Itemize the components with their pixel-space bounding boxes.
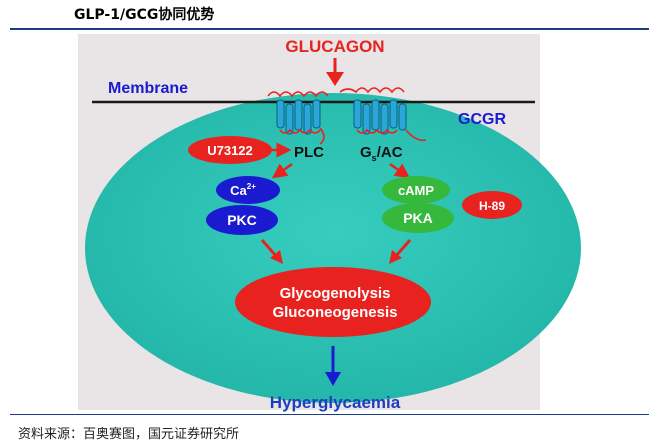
- glucagon-arrowhead: [326, 72, 344, 86]
- h89-badge: [462, 191, 522, 219]
- u73122-badge: [188, 136, 272, 164]
- pkc-label: PKC: [227, 212, 257, 228]
- u73122-label: U73122: [207, 143, 253, 158]
- outcome-label: Hyperglycaemia: [270, 393, 401, 412]
- ca-node: [216, 176, 280, 204]
- pkc-to-process-arrowhead: [270, 250, 283, 264]
- glucagon-label: GLUCAGON: [285, 37, 384, 56]
- pkc-to-process-arrow: [260, 239, 278, 257]
- gcgr-label: GCGR: [458, 111, 506, 128]
- pka-to-process-arrow: [394, 239, 412, 257]
- camp-label: cAMP: [398, 183, 434, 198]
- top-divider: [10, 28, 649, 30]
- pkc-node: [206, 205, 278, 235]
- pka-node: [382, 203, 454, 233]
- gs-ac-label: Gs/AC: [360, 144, 403, 163]
- receptor-plc: [267, 91, 329, 145]
- process-node: [235, 267, 431, 337]
- plc-label: PLC: [294, 144, 324, 161]
- page-title: GLP-1/GCG协同优势: [74, 7, 215, 23]
- h89-label: H-89: [479, 199, 505, 213]
- pka-to-process-arrowhead: [389, 250, 402, 264]
- membrane-label: Membrane: [108, 80, 188, 97]
- process-line1: Glycogenolysis: [280, 285, 391, 302]
- bottom-divider: [10, 414, 649, 415]
- cell-body: [85, 93, 581, 403]
- plc-to-ca-arrow: [271, 162, 293, 179]
- process-line2: Gluconeogenesis: [272, 304, 397, 321]
- source-note: 资料来源：百奥赛图，国元证券研究所: [18, 427, 240, 442]
- ca-label: Ca2+: [230, 182, 256, 198]
- gsac-to-camp-arrow: [389, 162, 411, 179]
- receptor-gs-ac: [339, 87, 427, 142]
- outcome-arrowhead: [325, 372, 341, 386]
- pka-label: PKA: [403, 210, 433, 226]
- camp-node: [382, 176, 450, 204]
